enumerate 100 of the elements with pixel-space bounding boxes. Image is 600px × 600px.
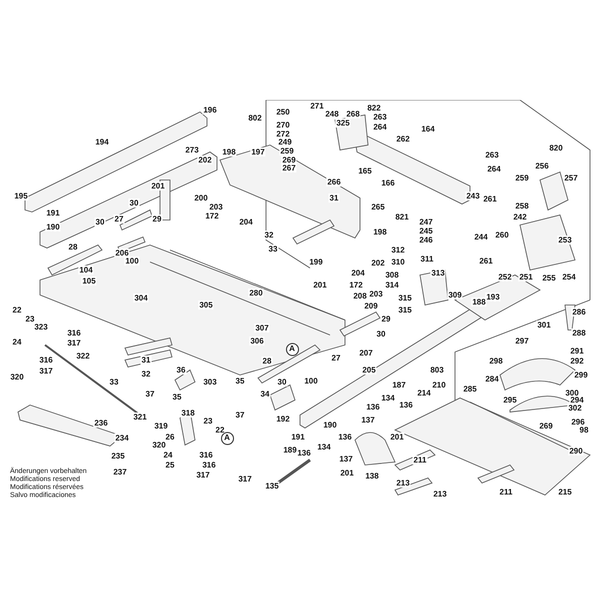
- callout-number: 201: [312, 280, 328, 290]
- callout-number: 137: [338, 454, 354, 464]
- callout-number: 252: [497, 272, 513, 282]
- callout-number: 136: [365, 402, 381, 412]
- callout-number: 234: [114, 434, 130, 442]
- callout-number: 211: [498, 488, 514, 496]
- callout-number: 214: [416, 388, 432, 398]
- callout-number: 166: [380, 178, 396, 188]
- callout-number: 290: [568, 446, 584, 456]
- callout-number: 134: [316, 442, 332, 452]
- callout-number: 105: [81, 276, 97, 286]
- callout-number: 31: [140, 356, 152, 364]
- callout-number: 27: [330, 354, 342, 362]
- callout-number: 202: [197, 156, 213, 164]
- callout-number: 100: [303, 376, 319, 386]
- callout-number: 269: [538, 422, 554, 430]
- callout-number: 803: [429, 366, 445, 374]
- callout-number: 263: [372, 112, 388, 122]
- callout-number: 315: [397, 294, 413, 302]
- callout-number: 236: [93, 418, 109, 428]
- callout-number: 295: [502, 396, 518, 404]
- callout-number: 316: [201, 460, 217, 470]
- callout-number: 28: [68, 242, 78, 252]
- callout-number: 268: [345, 110, 361, 118]
- callout-number: 195: [13, 192, 29, 200]
- callout-number: 24: [162, 450, 174, 460]
- callout-number: 190: [322, 420, 338, 430]
- callout-number: 301: [536, 320, 552, 330]
- callout-number: 172: [204, 212, 220, 220]
- callout-number: 24: [12, 338, 22, 346]
- callout-number: 315: [397, 306, 413, 314]
- callout-number: 292: [569, 356, 585, 366]
- callout-number: 164: [420, 124, 436, 134]
- callout-number: 194: [94, 138, 110, 146]
- callout-number: 253: [557, 236, 573, 244]
- callout-number: 249: [277, 138, 293, 146]
- callout-number: 263: [484, 150, 500, 160]
- callout-number: 189: [282, 446, 298, 454]
- callout-number: 256: [534, 162, 550, 170]
- callout-number: 317: [237, 474, 253, 484]
- callout-number: 201: [339, 468, 355, 478]
- callout-number: 319: [153, 422, 169, 430]
- callout-number: 285: [462, 384, 478, 394]
- callout-number: 299: [573, 370, 589, 380]
- callout-number: 29: [380, 314, 392, 324]
- callout-number: 30: [128, 198, 140, 208]
- callout-number: 188: [471, 298, 487, 306]
- callout-number: 269: [281, 156, 297, 164]
- callout-number: 30: [276, 378, 288, 386]
- callout-number: 35: [172, 392, 182, 402]
- callout-number: 203: [208, 202, 224, 212]
- callout-number: 244: [473, 232, 489, 242]
- callout-number: 261: [482, 194, 498, 204]
- callout-number: 258: [514, 202, 530, 210]
- callout-number: 193: [485, 292, 501, 302]
- callout-number: 261: [478, 256, 494, 266]
- callout-number: 172: [348, 280, 364, 290]
- callout-number: 316: [66, 328, 82, 338]
- callout-number: 30: [376, 330, 386, 338]
- callout-number: 251: [518, 272, 534, 282]
- callout-number: 316: [198, 450, 214, 460]
- callout-number: 318: [180, 408, 196, 418]
- callout-number: 138: [364, 472, 380, 480]
- callout-number: 190: [45, 222, 61, 232]
- callout-number: 243: [465, 192, 481, 200]
- callout-number: 298: [488, 356, 504, 366]
- callout-number: 247: [418, 218, 434, 226]
- callout-number: 259: [279, 146, 295, 156]
- callout-number: 136: [337, 432, 353, 442]
- callout-number: 280: [248, 288, 264, 298]
- callout-number: 271: [309, 102, 325, 110]
- callout-number: 29: [152, 214, 162, 224]
- callout-number: 25: [164, 460, 176, 470]
- callout-number: 310: [390, 258, 406, 266]
- callout-number: 296: [570, 418, 586, 426]
- callout-number: 204: [350, 268, 366, 278]
- callout-number: 305: [198, 300, 214, 310]
- callout-number: 211: [412, 456, 428, 464]
- callout-number: 235: [110, 452, 126, 460]
- callout-number: 303: [202, 378, 218, 386]
- callout-number: 135: [264, 482, 280, 490]
- callout-number: 314: [384, 280, 400, 290]
- callout-number: 255: [541, 274, 557, 282]
- callout-number: 197: [250, 148, 266, 156]
- callout-number: 311: [420, 254, 434, 264]
- callout-number: 33: [108, 378, 120, 386]
- callout-number: 322: [75, 352, 91, 360]
- callout-number: 201: [150, 182, 166, 190]
- callout-number: 198: [372, 228, 388, 236]
- callout-number: 100: [124, 256, 140, 266]
- callout-number: 309: [447, 290, 463, 300]
- callout-number: 260: [494, 230, 510, 240]
- callout-number: 259: [514, 174, 530, 182]
- callout-number: 26: [164, 432, 176, 442]
- callout-number: 323: [33, 322, 49, 332]
- callout-number: 320: [9, 372, 25, 382]
- callout-number: 22: [214, 426, 226, 434]
- callout-number: 284: [484, 374, 500, 384]
- callout-number: 192: [275, 414, 291, 424]
- callout-number: 187: [391, 380, 407, 390]
